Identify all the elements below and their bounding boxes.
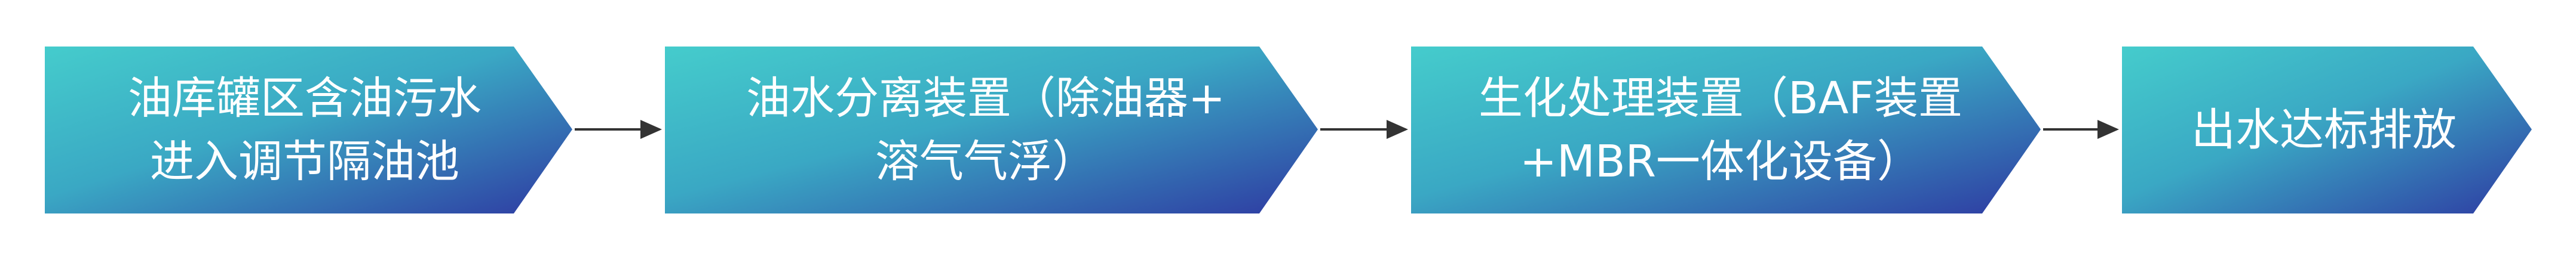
step-4-shape [2122, 47, 2532, 213]
step-1-label: 油库罐区含油污水 进入调节隔油池 [128, 73, 482, 187]
step-3-shape [1411, 47, 2041, 213]
step-4-label: 出水达标排放 [2191, 104, 2457, 156]
step-3-label: 生化处理装置（BAF装置 +MBR一体化设备） [1479, 73, 1962, 187]
step-1-shape [45, 47, 572, 213]
step-2-shape [665, 47, 1318, 213]
step-2-label: 油水分离装置（除油器+ 溶气气浮） [746, 73, 1225, 187]
